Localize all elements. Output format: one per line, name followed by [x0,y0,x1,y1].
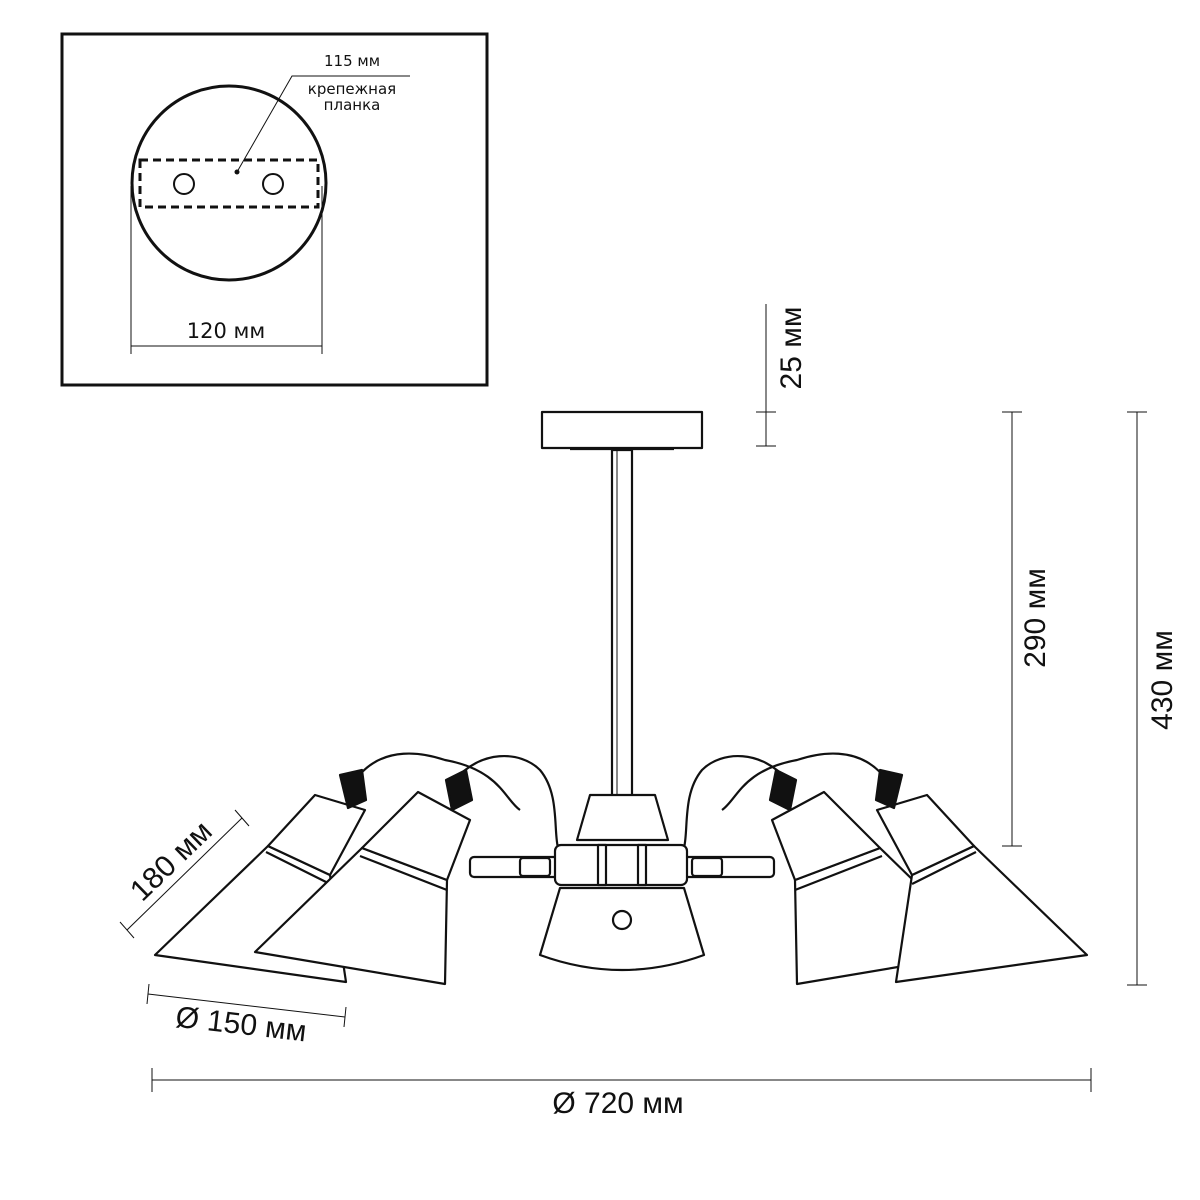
rod [610,448,634,840]
wire-4 [676,754,788,859]
bar-name-line2: планка [324,96,381,114]
dimensions [119,304,1147,1092]
socket-clip-left [444,768,474,812]
socket-clip-far-right [874,768,904,810]
dim-290-label: 290 мм [1019,568,1052,668]
central-cup [575,793,670,842]
central-hub [553,843,689,887]
dim-180-label: 180 мм [124,815,219,908]
chandelier [153,410,1089,986]
arm-joint-right [690,856,724,878]
arm-joint-left [518,856,552,878]
mounting-hole-right [262,173,284,195]
mounting-bar [138,158,320,209]
shade-band-right [794,854,883,892]
canopy-circle [130,84,328,282]
canopy [540,410,704,450]
dim-430-label: 430 мм [1146,630,1179,730]
shade-neck-far-left [266,793,367,877]
dim-180-tick-b [234,809,250,827]
mounting-inset: 115 мм крепежная планка 120 мм [60,32,489,387]
inset-frame [60,32,489,387]
wire-2 [454,754,566,859]
shade-neck-right [770,790,882,882]
shade-neck-far-right [875,793,976,877]
bar-width-label: 115 мм [324,52,380,70]
dim-180-tick-a [119,921,135,939]
dim-150-tick-b [343,1006,347,1028]
socket-clip-right [768,768,798,812]
shade-band-far-right [911,851,977,885]
bar-name-line1: крепежная [308,80,396,98]
socket-clip-far-left [338,768,368,810]
shade-band-far-left [265,851,331,885]
dim-720-label: Ø 720 мм [552,1087,683,1120]
canopy-diameter-label: 120 мм [187,319,265,343]
dim-150-tick-a [146,983,150,1005]
hub-divider-right [636,843,648,887]
mounting-hole-left [173,173,195,195]
dim-180-line [126,817,243,931]
shade-band-left [359,854,448,892]
dim-150-label: Ø 150 мм [174,1001,308,1049]
hub-divider-left [596,843,608,887]
shade-neck-left [360,790,472,882]
dim-150-line [147,993,346,1018]
leader-line [236,75,410,173]
wire-3 [721,752,891,811]
central-bulb [611,909,633,931]
dim-25-label: 25 мм [775,307,808,390]
wire-1 [351,752,521,811]
